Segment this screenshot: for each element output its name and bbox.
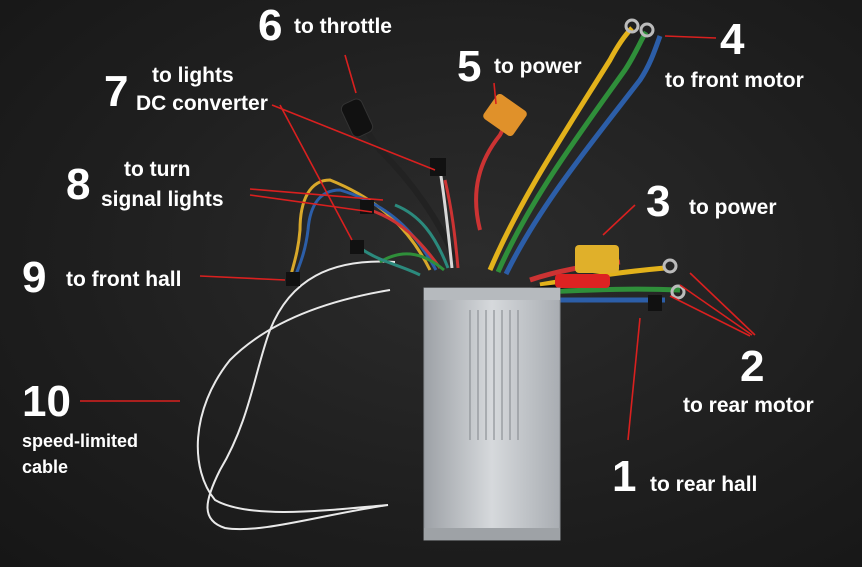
label-3-number: 3: [646, 177, 671, 226]
rear-hall-connector: [648, 295, 662, 311]
xt90-connector: [575, 245, 619, 273]
label-8-line2: signal lights: [101, 188, 224, 211]
label-5-number: 5: [457, 42, 482, 91]
front-motor-terminal: [624, 18, 640, 34]
label-10-number: 10: [22, 377, 71, 426]
harness-wires: [288, 169, 460, 281]
rear-motor-terminal: [662, 258, 678, 274]
throttle-connector: [340, 98, 374, 138]
label-4-text: to front motor: [665, 69, 804, 92]
front-motor-wires: [487, 26, 663, 276]
label-7-number: 7: [104, 67, 129, 116]
label-9-number: 9: [22, 253, 47, 302]
label-10-line2: cable: [22, 457, 69, 477]
label-2-text: to rear motor: [683, 394, 814, 417]
controller-box-cap: [424, 288, 560, 300]
label-5-text: to power: [494, 55, 582, 78]
label-7-line1: to lights: [152, 64, 234, 87]
label-8-number: 8: [66, 160, 91, 209]
rear-motor-terminal: [670, 284, 686, 300]
controller-box: [423, 287, 561, 541]
label-1-number: 1: [612, 452, 637, 501]
label-6-number: 6: [258, 1, 283, 50]
label-3-text: to power: [689, 196, 777, 219]
front-hall-connector: [286, 272, 300, 286]
label-2-number: 2: [740, 342, 765, 391]
lights-connector: [430, 158, 446, 176]
label-8-line1: to turn: [124, 158, 191, 181]
label-4-number: 4: [720, 15, 745, 64]
label-6-text: to throttle: [294, 15, 392, 38]
fuse-holder: [555, 274, 610, 288]
controller-box-cap: [424, 528, 560, 540]
label-1-text: to rear hall: [650, 473, 758, 496]
throttle-cable: [357, 116, 458, 262]
label-7-line2: DC converter: [136, 92, 268, 115]
controller-label-lines: [469, 310, 519, 440]
label-10-line1: speed-limited: [22, 431, 139, 451]
front-motor-terminal: [639, 22, 655, 38]
label-9-text: to front hall: [66, 268, 182, 291]
speed-limited-cable: [196, 260, 396, 531]
xt60-connector: [483, 93, 527, 137]
turn-signal-connector: [350, 240, 364, 254]
pointer-lines: [80, 35, 756, 441]
